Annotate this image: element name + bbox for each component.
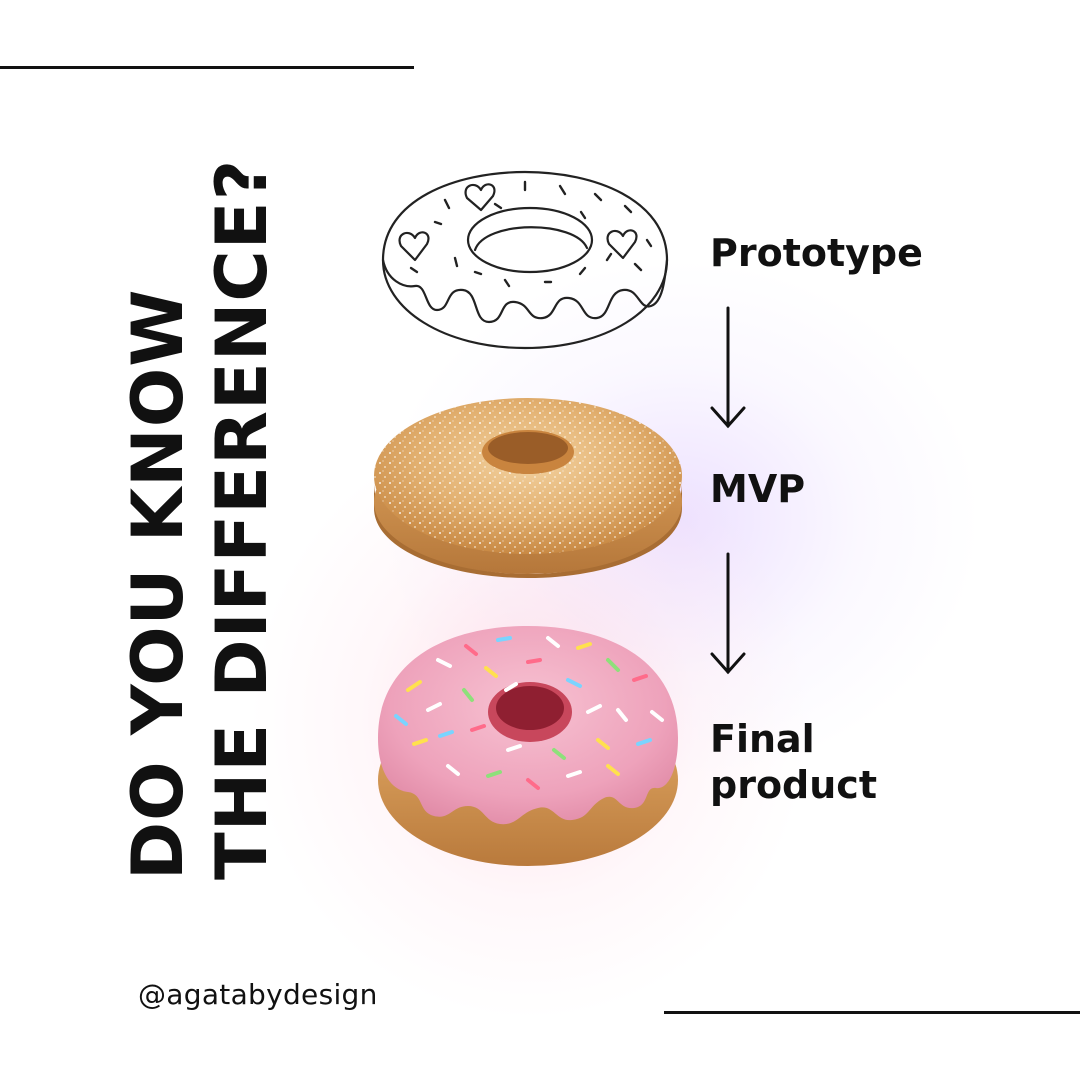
sugar-glazed-donut-photo: [374, 398, 682, 578]
author-handle: @agatabydesign: [138, 978, 378, 1011]
stage-label-prototype: Prototype: [710, 231, 923, 275]
stage-label-final-line: Final product: [710, 717, 877, 807]
arrow-down-icon: [710, 552, 746, 675]
bottom-rule: [664, 1011, 1080, 1014]
vertical-heading: DO YOU KNOW THE DIFFERENCE?: [116, 158, 284, 880]
top-rule: [0, 66, 414, 69]
pink-iced-sprinkle-donut-photo: [378, 626, 678, 866]
heading-line-2: THE DIFFERENCE?: [201, 158, 283, 880]
sketched-donut-drawing: [381, 170, 669, 350]
stage-label-mvp: MVP: [710, 467, 806, 511]
stage-label-final-product: Final product: [710, 716, 1030, 808]
arrow-down-icon: [710, 306, 746, 429]
heading-line-1: DO YOU KNOW: [117, 288, 199, 880]
